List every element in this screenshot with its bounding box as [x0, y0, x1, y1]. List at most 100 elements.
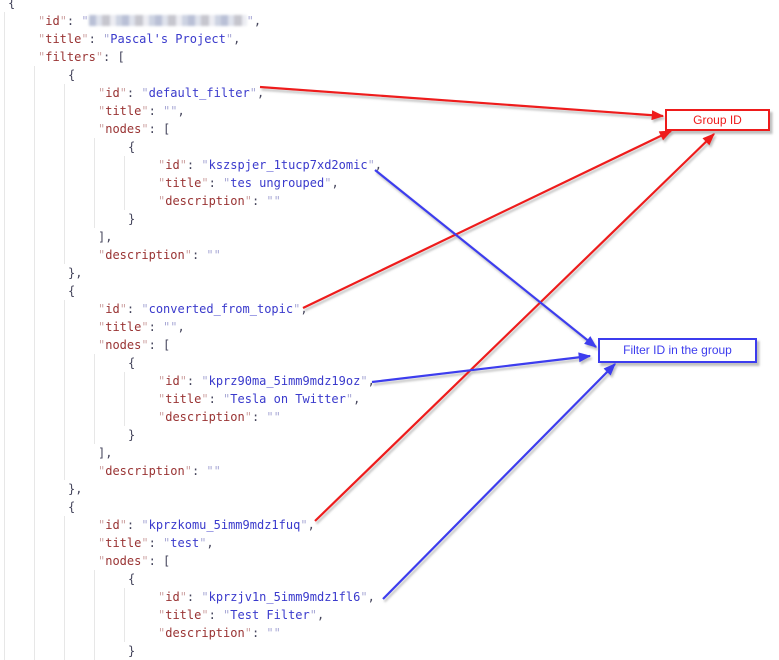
indent-guide	[34, 66, 64, 84]
indent-guide	[4, 552, 34, 570]
indent-guide	[4, 174, 34, 192]
indent-guide	[4, 372, 34, 390]
indent-guide	[4, 84, 34, 102]
indent-guide	[34, 408, 64, 426]
indent-guide	[64, 606, 94, 624]
code-line: "nodes": [	[0, 120, 779, 138]
indent-guide	[34, 246, 64, 264]
indent-guide	[64, 336, 94, 354]
indent-guide	[34, 228, 64, 246]
code-line: "id": "converted_from_topic",	[0, 300, 779, 318]
group-id-annotation-label: Group ID	[693, 113, 742, 127]
code-line: }	[0, 210, 779, 228]
indent-guide	[34, 264, 64, 282]
indent-guide	[34, 642, 64, 660]
indent-guide	[124, 624, 154, 642]
code-line: "nodes": [	[0, 336, 779, 354]
code-line: "title": "Test Filter",	[0, 606, 779, 624]
indent-guide	[64, 354, 94, 372]
indent-guide	[4, 30, 34, 48]
indent-guide	[64, 318, 94, 336]
indent-guide	[64, 138, 94, 156]
indent-guide	[64, 642, 94, 660]
code-line: "title": "Tesla on Twitter",	[0, 390, 779, 408]
indent-guide	[64, 120, 94, 138]
indent-guide	[94, 174, 124, 192]
indent-guide	[64, 228, 94, 246]
code-line: "description": ""	[0, 246, 779, 264]
code-line: "id": "default_filter",	[0, 84, 779, 102]
indent-guide	[4, 120, 34, 138]
indent-guide	[64, 246, 94, 264]
code-line: "title": "",	[0, 102, 779, 120]
indent-guide	[4, 624, 34, 642]
indent-guide	[4, 480, 34, 498]
code-line: "id": "kszspjer_1tucp7xd2omic",	[0, 156, 779, 174]
code-line: "description": ""	[0, 462, 779, 480]
indent-guide	[4, 318, 34, 336]
code-line: "id": "kprzjv1n_5imm9mdz1fl6",	[0, 588, 779, 606]
indent-guide	[64, 426, 94, 444]
indent-guide	[124, 390, 154, 408]
indent-guide	[34, 318, 64, 336]
group-id-annotation-box: Group ID	[665, 109, 770, 131]
indent-guide	[34, 174, 64, 192]
indent-guide	[4, 48, 34, 66]
indent-guide	[94, 192, 124, 210]
indent-guide	[64, 174, 94, 192]
indent-guide	[34, 210, 64, 228]
indent-guide	[4, 606, 34, 624]
indent-guide	[94, 390, 124, 408]
indent-guide	[4, 138, 34, 156]
indent-guide	[34, 120, 64, 138]
code-line: {	[0, 354, 779, 372]
indent-guide	[64, 372, 94, 390]
indent-guide	[64, 210, 94, 228]
filter-id-annotation-label: Filter ID in the group	[623, 343, 732, 357]
indent-guide	[4, 156, 34, 174]
indent-guide	[4, 66, 34, 84]
indent-guide	[4, 390, 34, 408]
indent-guide	[124, 174, 154, 192]
indent-guide	[4, 192, 34, 210]
indent-guide	[94, 570, 124, 588]
indent-guide	[34, 192, 64, 210]
redacted-id-value	[88, 15, 247, 26]
indent-guide	[64, 390, 94, 408]
indent-guide	[34, 282, 64, 300]
code-line: "id": "",	[0, 12, 779, 30]
indent-guide	[34, 570, 64, 588]
code-line: {	[0, 570, 779, 588]
indent-guide	[4, 498, 34, 516]
indent-guide	[64, 534, 94, 552]
indent-guide	[124, 606, 154, 624]
indent-guide	[34, 498, 64, 516]
indent-guide	[4, 642, 34, 660]
code-line: "id": "kprz90ma_5imm9mdz19oz",	[0, 372, 779, 390]
indent-guide	[4, 444, 34, 462]
indent-guide	[4, 246, 34, 264]
indent-guide	[34, 480, 64, 498]
code-line: {	[0, 66, 779, 84]
indent-guide	[64, 624, 94, 642]
indent-guide	[124, 408, 154, 426]
indent-guide	[4, 354, 34, 372]
indent-guide	[64, 84, 94, 102]
indent-guide	[4, 12, 34, 30]
indent-guide	[34, 552, 64, 570]
indent-guide	[94, 588, 124, 606]
code-line: "title": "",	[0, 318, 779, 336]
code-line: "title": "test",	[0, 534, 779, 552]
indent-guide	[64, 156, 94, 174]
indent-guide	[34, 606, 64, 624]
indent-guide	[94, 372, 124, 390]
indent-guide	[4, 570, 34, 588]
indent-guide	[4, 264, 34, 282]
indent-guide	[4, 210, 34, 228]
indent-guide	[34, 372, 64, 390]
indent-guide	[34, 444, 64, 462]
indent-guide	[94, 426, 124, 444]
code-line: ],	[0, 444, 779, 462]
indent-guide	[34, 336, 64, 354]
indent-guide	[4, 516, 34, 534]
